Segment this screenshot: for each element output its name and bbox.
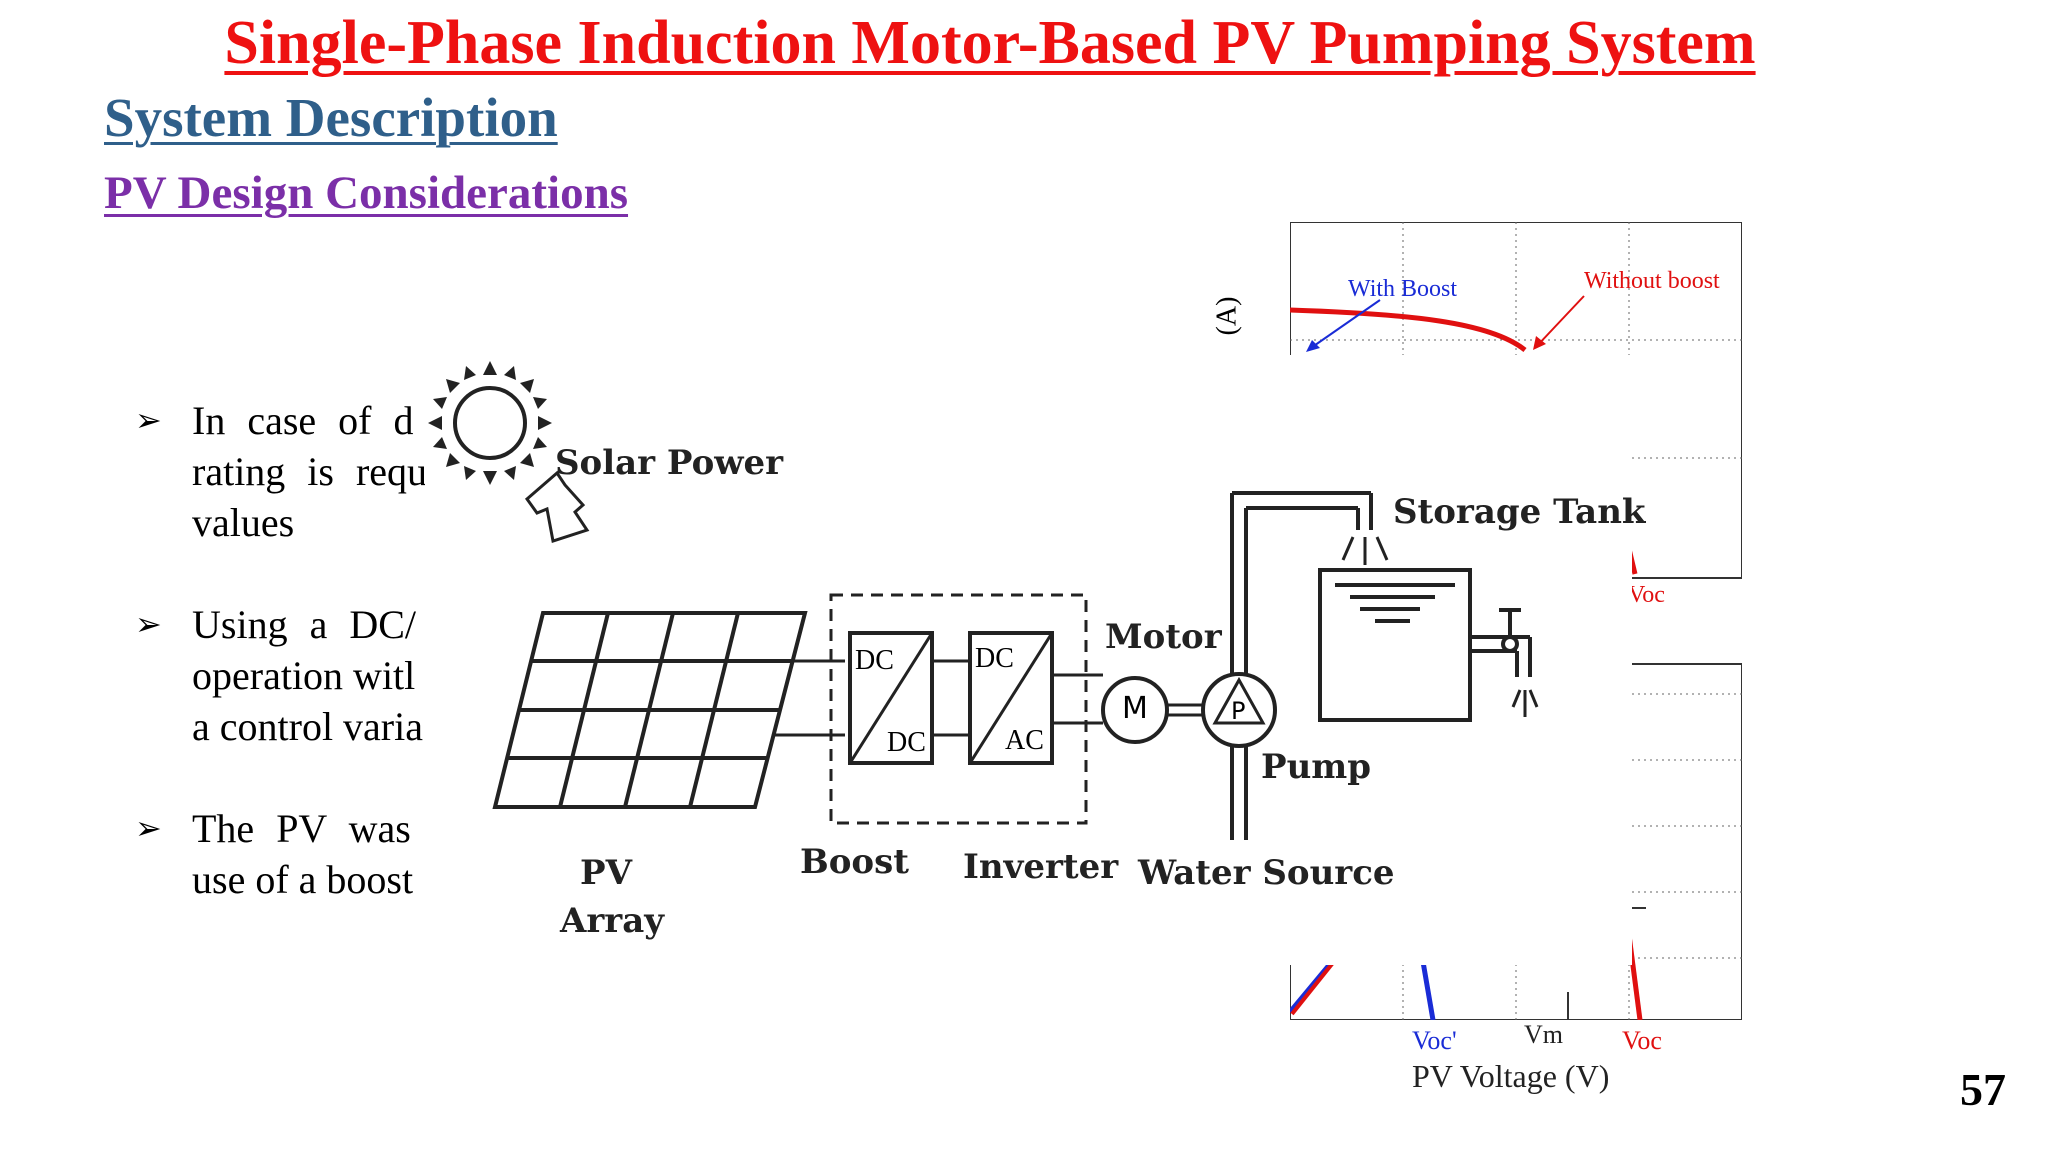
without-boost-label: Without boost (1584, 268, 1720, 294)
bullet-line: values (192, 500, 295, 545)
bullet-line: operation witl (192, 653, 416, 698)
pump-label: Pump (1261, 747, 1372, 787)
arrow-bullet-icon: ➢ (135, 401, 162, 439)
pv-array-icon (492, 611, 808, 809)
storage-tank-icon (1318, 568, 1472, 722)
voc-label: Voc (1622, 1026, 1662, 1055)
vm-label: Vm (1524, 1020, 1563, 1049)
pv-label: PV (580, 853, 632, 893)
voc-top-label: Voc (1628, 582, 1665, 608)
section-heading: PV Design Considerations (104, 167, 629, 219)
sun-icon (428, 361, 552, 485)
boost-label: Boost (800, 842, 909, 882)
converter-enclosure (829, 593, 1088, 825)
without-boost-arrow (1534, 295, 1585, 349)
pump-symbol: P (1231, 697, 1246, 725)
x-axis-label: PV Voltage (V) (1412, 1058, 1610, 1094)
bullet-item: ➢ Using a DC/ operation witl a control v… (135, 599, 425, 752)
bullet-item: ➢ In case of d rating is requ values (135, 395, 425, 548)
bullet-line: In case of d (192, 398, 414, 443)
dc-ac-inverter (968, 631, 1054, 765)
water-stream-icon (1341, 536, 1389, 565)
dc-dc-converter (848, 631, 934, 765)
bullet-line: use of a boost (192, 857, 414, 902)
slide-title: Single-Phase Induction Motor-Based PV Pu… (224, 9, 1756, 77)
voc-prime-label: Voc' (1412, 1026, 1457, 1055)
with-boost-arrowhead (1306, 340, 1320, 352)
with-boost-label: With Boost (1348, 276, 1457, 302)
bullet-line: Using a DC/ (192, 602, 416, 647)
bullet-list: ➢ In case of d rating is requ values ➢ U… (135, 395, 425, 935)
bullet-line: The PV was (192, 806, 411, 851)
dc-top-label: DC (855, 645, 894, 676)
slide-number: 57 (1960, 1064, 2006, 1115)
without-boost-arrowhead (1533, 336, 1546, 350)
system-diagram: Solar Power Storage Tank Motor Pump Wate… (425, 355, 1645, 965)
water-source-label: Water Source (1138, 853, 1395, 893)
arrow-bullet-icon: ➢ (135, 605, 162, 643)
dc-top-label: DC (975, 643, 1014, 674)
pump-icon (1201, 672, 1277, 748)
ac-bottom-label: AC (1005, 725, 1044, 756)
dc-bottom-label: DC (887, 727, 926, 758)
with-boost-arrow (1307, 299, 1381, 351)
array-label: Array (560, 901, 664, 941)
sunlight-arrow-icon (524, 470, 590, 543)
water-pipe (1230, 491, 1373, 840)
storage-tank-label: Storage Tank (1393, 492, 1646, 532)
bullet-item: ➢ The PV was use of a boost (135, 803, 425, 905)
motor-icon (1101, 676, 1169, 744)
pump-triangle (1212, 676, 1266, 725)
motor-label: Motor (1105, 617, 1222, 657)
faucet-water-icon (1511, 689, 1539, 717)
faucet-icon (1470, 608, 1532, 677)
solar-power-label: Solar Power (555, 443, 784, 483)
y-axis-label: (A) (1211, 296, 1243, 336)
without-boost-curve-top (1290, 307, 1527, 352)
arrow-bullet-icon: ➢ (135, 809, 162, 847)
slide-subtitle: System Description (104, 87, 558, 148)
inverter-label: Inverter (963, 847, 1119, 887)
bullet-line: a control varia (192, 704, 423, 749)
bullet-line: rating is requ (192, 449, 425, 494)
motor-symbol: M (1122, 691, 1148, 726)
